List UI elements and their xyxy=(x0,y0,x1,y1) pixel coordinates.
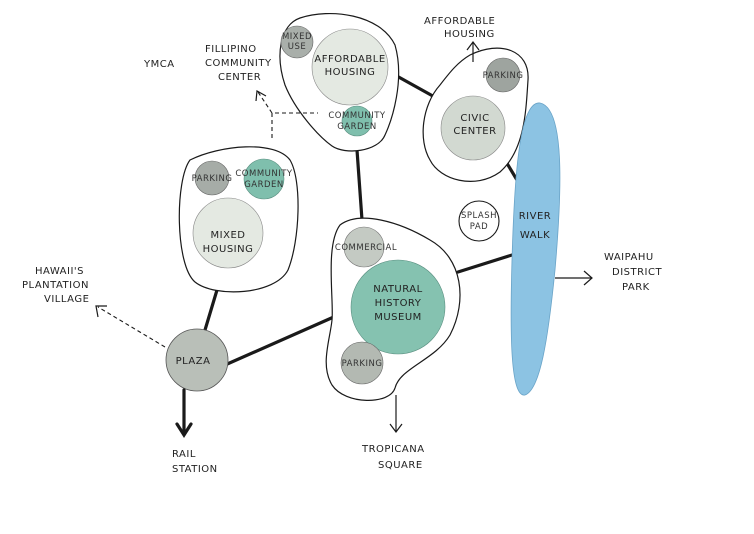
splash-pad-label-1: SPLASH xyxy=(461,211,497,221)
mixed-housing-label-2: HOUSING xyxy=(203,244,254,255)
river-walk: RIVER WALK xyxy=(510,102,561,396)
mixed-housing-label-1: MIXED xyxy=(211,230,246,241)
waipahu-label-3: PARK xyxy=(622,282,650,293)
arrowhead-rail-station xyxy=(175,422,193,438)
link-museum-to-river xyxy=(456,253,514,274)
civic-cluster: PARKING CIVIC CENTER xyxy=(422,47,529,182)
commercial-circle xyxy=(343,226,385,268)
affordable-top-label-1: AFFORDABLE xyxy=(424,16,495,27)
splash-pad-circle xyxy=(458,200,500,242)
arrows xyxy=(95,41,593,438)
community-garden-w-circle xyxy=(243,158,285,200)
filipino-label-1: FILLIPINO xyxy=(205,44,257,55)
river-walk-label-2: WALK xyxy=(520,230,550,241)
community-garden-north-circle xyxy=(341,105,373,137)
link-housing-to-plaza xyxy=(203,288,219,332)
parking-ne-circle xyxy=(485,57,521,93)
mixed-use-label-1: MIXED xyxy=(282,32,312,42)
rail-label-2: STATION xyxy=(172,464,218,475)
parking-w-circle xyxy=(194,160,230,196)
river-walk-shape xyxy=(510,102,561,396)
housing-cluster: PARKING COMMUNITY GARDEN MIXED HOUSING xyxy=(178,146,299,293)
splash-pad-label-2: PAD xyxy=(470,222,488,232)
plaza-label: PLAZA xyxy=(176,356,211,367)
civic-center-circle xyxy=(440,95,506,161)
arrowhead-hawaii xyxy=(95,305,107,318)
hawaii-label-3: VILLAGE xyxy=(44,294,89,305)
link-north-to-museum xyxy=(355,148,364,222)
mixed-use-label-2: USE xyxy=(288,42,307,52)
tropicana-label-1: TROPICANA xyxy=(361,444,425,455)
mixed-housing-circle xyxy=(192,197,264,269)
waipahu-label-1: WAIPAHU xyxy=(604,252,654,263)
ymca-label: YMCA xyxy=(143,59,175,70)
waipahu-label-2: DISTRICT xyxy=(612,267,662,278)
museum-label-2: HISTORY xyxy=(375,298,422,309)
hawaii-label-2: PLANTATION xyxy=(22,280,89,291)
museum-label-1: NATURAL xyxy=(373,284,422,295)
natural-history-museum-circle xyxy=(350,259,446,355)
arrowhead-tropicana xyxy=(389,423,403,433)
parking-ne-label: PARKING xyxy=(483,71,524,81)
civic-center-label-1: CIVIC xyxy=(460,113,489,124)
civic-center-label-2: CENTER xyxy=(453,126,496,137)
affordable-housing-label-2: HOUSING xyxy=(325,67,376,78)
community-garden-w-label-1: COMMUNITY xyxy=(235,169,293,179)
filipino-label-3: CENTER xyxy=(218,72,261,83)
filipino-label-2: COMMUNITY xyxy=(205,58,272,69)
river-walk-label-1: RIVER xyxy=(519,211,552,222)
north-cluster: MIXED USE AFFORDABLE HOUSING COMMUNITY G… xyxy=(279,12,400,152)
hawaii-label-1: HAWAII'S xyxy=(35,266,84,277)
plaza: PLAZA xyxy=(165,328,229,392)
community-garden-w-label-2: GARDEN xyxy=(244,180,284,190)
mixed-use-circle xyxy=(280,25,314,59)
external-labels: YMCA FILLIPINO COMMUNITY CENTER AFFORDAB… xyxy=(22,16,662,475)
arrowhead-filipino xyxy=(255,90,267,102)
parking-w-label: PARKING xyxy=(192,174,233,184)
community-garden-north-label-1: COMMUNITY xyxy=(328,111,386,121)
splash-pad: SPLASH PAD xyxy=(458,200,500,242)
link-plaza-to-museum xyxy=(223,310,347,367)
community-garden-north-label-2: GARDEN xyxy=(337,122,377,132)
tropicana-label-2: SQUARE xyxy=(378,460,423,471)
arrowhead-waipahu-park xyxy=(583,270,593,286)
parking-s-circle xyxy=(340,341,384,385)
dashed-arrow-filipino xyxy=(257,91,273,114)
museum-cluster: COMMERCIAL NATURAL HISTORY MUSEUM PARKIN… xyxy=(325,217,461,401)
dashed-arrow-hawaii xyxy=(97,306,166,348)
plaza-circle xyxy=(165,328,229,392)
commercial-label: COMMERCIAL xyxy=(335,243,397,253)
museum-label-3: MUSEUM xyxy=(374,312,422,323)
rail-label-1: RAIL xyxy=(172,449,196,460)
arrowhead-affordable-housing xyxy=(466,41,480,51)
parking-s-label: PARKING xyxy=(342,359,383,369)
affordable-housing-label-1: AFFORDABLE xyxy=(314,54,385,65)
affordable-top-label-2: HOUSING xyxy=(444,29,495,40)
affordable-housing-circle xyxy=(311,28,389,106)
